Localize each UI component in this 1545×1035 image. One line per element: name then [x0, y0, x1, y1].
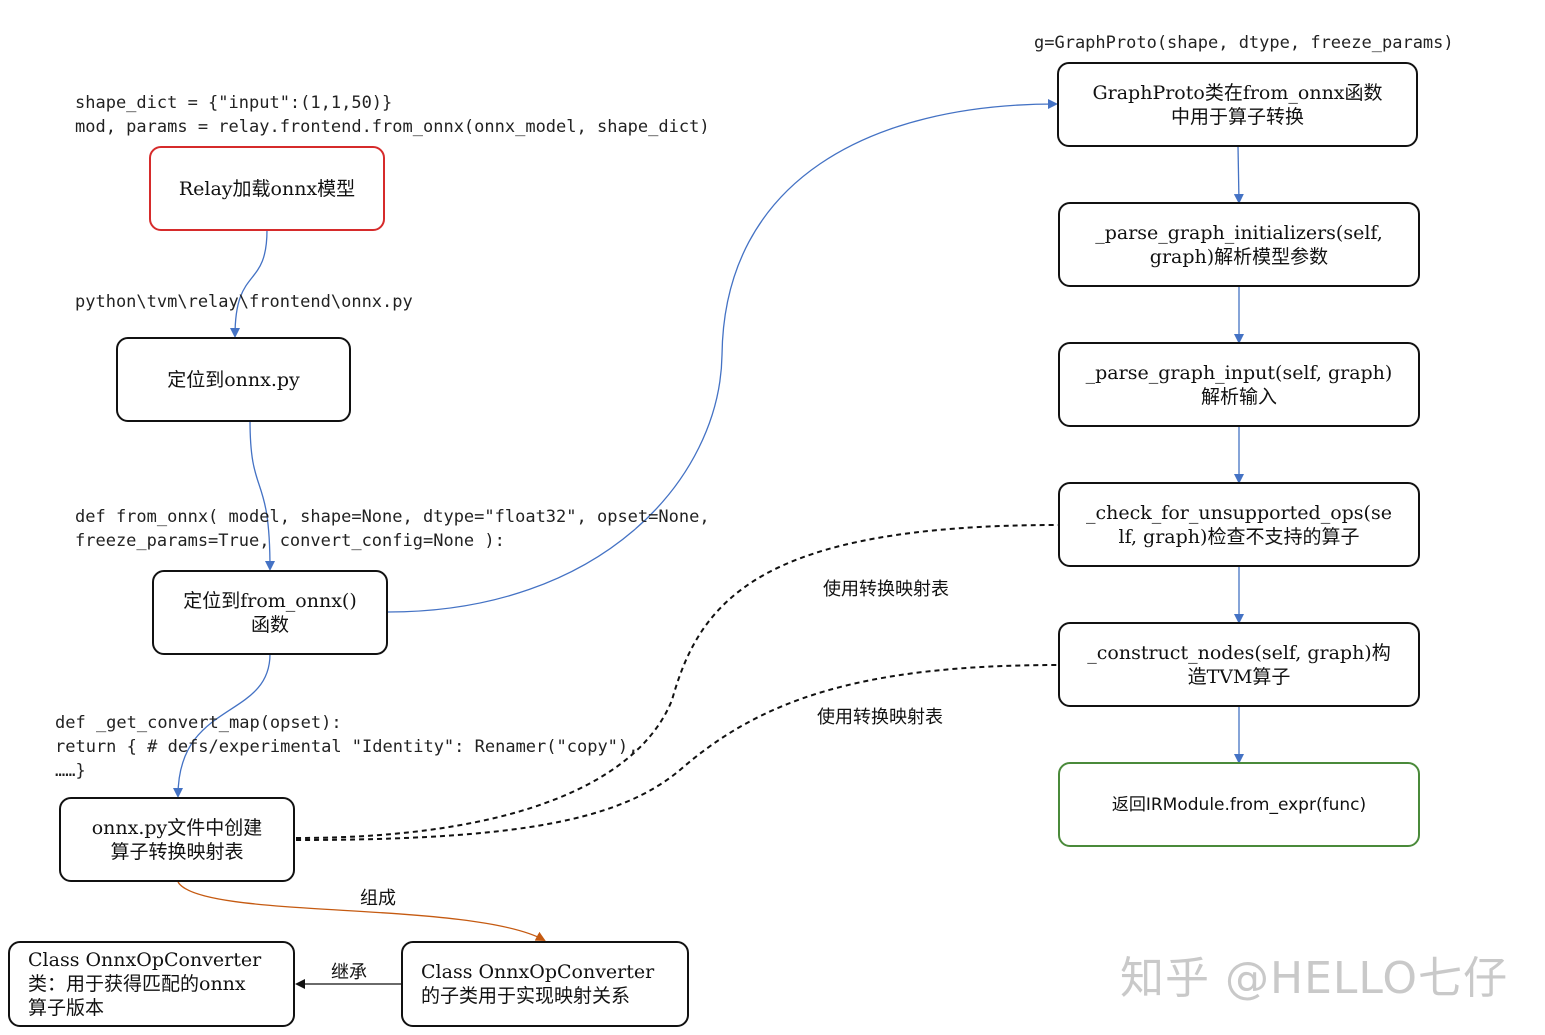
node-return-module: 返回IRModule.from_expr(func) — [1058, 762, 1420, 847]
arrow-onnxpy-to-fromonnx — [249, 419, 275, 571]
label-inherit: 继承 — [331, 962, 367, 983]
code-load-model: shape_dict = {"input":(1,1,50)}mod, para… — [75, 93, 710, 137]
arrow-compose — [177, 881, 546, 941]
dashed-link-check-ops — [295, 524, 1059, 839]
node-parse-initializers: _parse_graph_initializers(self, graph)解析… — [1058, 202, 1420, 287]
node-graphproto-class: GraphProto类在from_onnx函数 中用于算子转换 — [1057, 62, 1418, 147]
node-construct-nodes: _construct_nodes(self, graph)构 造TVM算子 — [1058, 622, 1420, 707]
node-base-converter: Class OnnxOpConverter 类：用于获得匹配的onnx 算子版本 — [8, 941, 295, 1027]
watermark: 知乎 @HELLO七仔 — [1120, 953, 1508, 1004]
code-onnx-path: python\tvm\relay\frontend\onnx.py — [75, 292, 413, 312]
arrow-graphproto-to-initializers — [1233, 145, 1244, 204]
label-compose: 组成 — [360, 888, 396, 909]
node-relay-load: Relay加载onnx模型 — [149, 146, 385, 231]
arrow-fromonnx-to-graphproto — [387, 99, 1058, 613]
dashed-link-construct-nodes — [295, 664, 1059, 841]
node-sub-converter: Class OnnxOpConverter 的子类用于实现映射关系 — [401, 941, 689, 1027]
node-locate-from-onnx: 定位到from_onnx() 函数 — [152, 570, 388, 655]
code-convert-map: def _get_convert_map(opset):return { # d… — [55, 713, 639, 781]
node-check-unsupported-ops: _check_for_unsupported_ops(se lf, graph)… — [1058, 482, 1420, 567]
code-from-onnx-def: def from_onnx( model, shape=None, dtype=… — [75, 507, 710, 551]
code-graphproto: g=GraphProto(shape, dtype, freeze_params… — [1034, 33, 1454, 53]
node-convert-map-table: onnx.py文件中创建 算子转换映射表 — [59, 797, 295, 882]
arrow-relay-to-onnxpy — [230, 229, 268, 338]
arrow-fromonnx-to-convertmap — [173, 653, 271, 798]
label-use-map-2: 使用转换映射表 — [817, 707, 943, 728]
label-use-map-1: 使用转换映射表 — [823, 579, 949, 600]
node-locate-onnx-py: 定位到onnx.py — [116, 337, 351, 422]
node-parse-input: _parse_graph_input(self, graph) 解析输入 — [1058, 342, 1420, 427]
